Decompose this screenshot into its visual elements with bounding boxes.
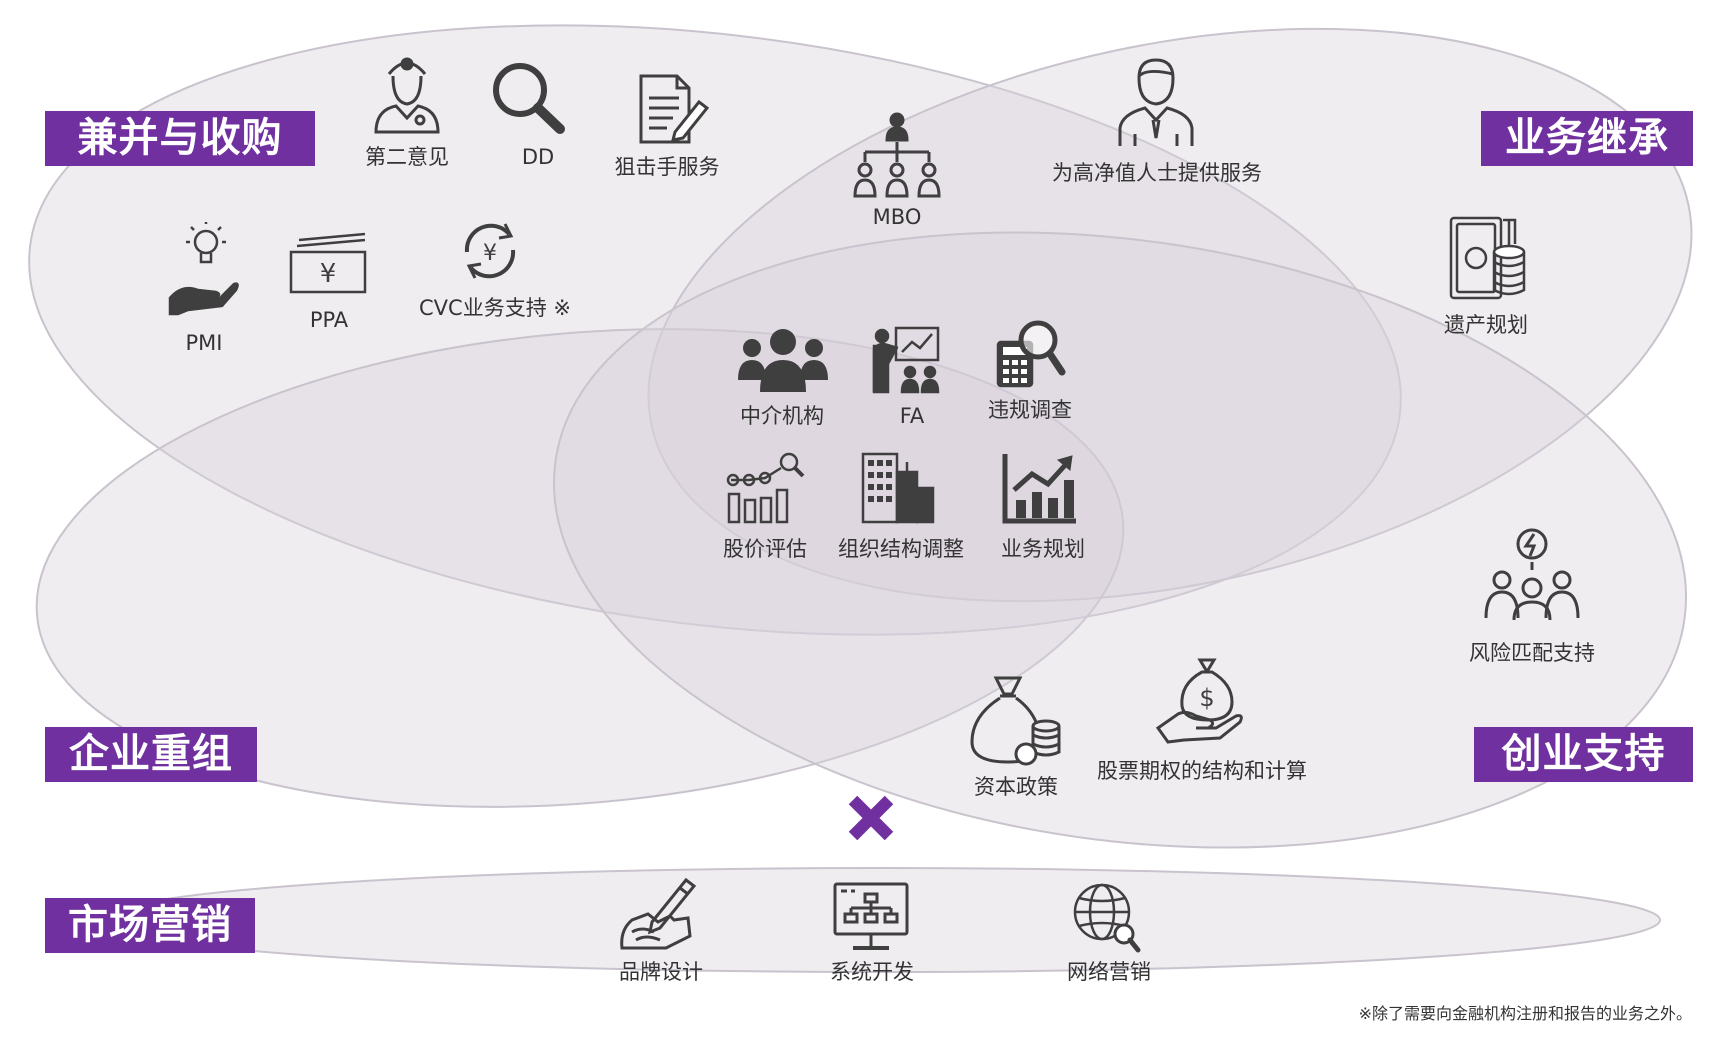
group-people-icon: [738, 328, 828, 394]
item-second-opinion: 第二意见: [365, 145, 449, 169]
item-ppa: PPA: [309, 308, 349, 332]
growth-chart-icon: [1002, 452, 1078, 524]
item-stock-options: 股票期权的结构和计算: [1097, 759, 1307, 783]
item-business-plan: 业务规划: [1001, 537, 1085, 561]
ellipse-succession: [647, 27, 1693, 603]
item-risk-matching: 风险匹配支持: [1469, 641, 1595, 665]
ellipse-restructuring: [35, 328, 1125, 808]
item-intermediary: 中介机构: [740, 404, 824, 428]
item-cvc: CVC业务支持 ※: [419, 296, 571, 320]
ellipse-startup: [553, 231, 1687, 849]
svg-text:¥: ¥: [483, 241, 497, 266]
item-system-dev: 系统开发: [830, 960, 914, 984]
item-estate: 遗产规划: [1444, 313, 1528, 337]
svg-text:$: $: [1199, 684, 1214, 712]
yen-cycle-icon: ¥: [455, 218, 525, 284]
hand-money-bag-icon: $: [1155, 658, 1246, 744]
doctor-icon: [372, 52, 442, 134]
team-lightning-icon: [1484, 528, 1580, 621]
item-web-marketing: 网络营销: [1067, 960, 1151, 984]
magnifier-icon: [492, 62, 566, 134]
svg-text:¥: ¥: [320, 259, 337, 289]
buildings-icon: [861, 452, 935, 524]
document-pen-icon: [637, 74, 710, 144]
money-bag-coins-icon: [970, 676, 1062, 766]
yen-bills-icon: ¥: [289, 232, 369, 294]
item-stock-valuation: 股价评估: [723, 537, 807, 561]
org-chart-icon: [853, 112, 941, 198]
hand-lightbulb-icon: [168, 222, 239, 316]
presentation-icon: [872, 326, 940, 394]
computer-network-icon: [833, 882, 909, 954]
calculator-search-icon: [996, 318, 1066, 388]
globe-search-icon: [1072, 882, 1142, 954]
money-coins-icon: [1449, 216, 1527, 300]
item-sniper: 狙击手服务: [614, 155, 720, 179]
item-violation: 违规调查: [988, 398, 1072, 422]
item-fa: FA: [899, 404, 925, 428]
item-brand-design: 品牌设计: [619, 960, 703, 984]
hand-pen-icon: [618, 876, 702, 950]
category-restructuring: 企业重组: [45, 727, 257, 782]
category-succession: 业务继承: [1481, 111, 1693, 166]
item-dd: DD: [521, 145, 555, 169]
cross-icon: [848, 795, 894, 841]
item-pmi: PMI: [185, 331, 223, 355]
item-hnwi: 为高净值人士提供服务: [1052, 161, 1262, 185]
item-org-restructure: 组织结构调整: [838, 537, 964, 561]
category-marketing: 市场营销: [45, 898, 255, 953]
stock-chart-search-icon: [726, 452, 805, 524]
category-startup: 创业支持: [1474, 727, 1693, 782]
item-mbo: MBO: [872, 205, 922, 229]
businessman-icon: [1117, 58, 1195, 148]
item-capital-policy: 资本政策: [974, 775, 1058, 799]
category-mna: 兼并与收购: [45, 111, 315, 166]
footnote: ※除了需要向金融机构注册和报告的业务之外。: [1358, 1004, 1692, 1023]
